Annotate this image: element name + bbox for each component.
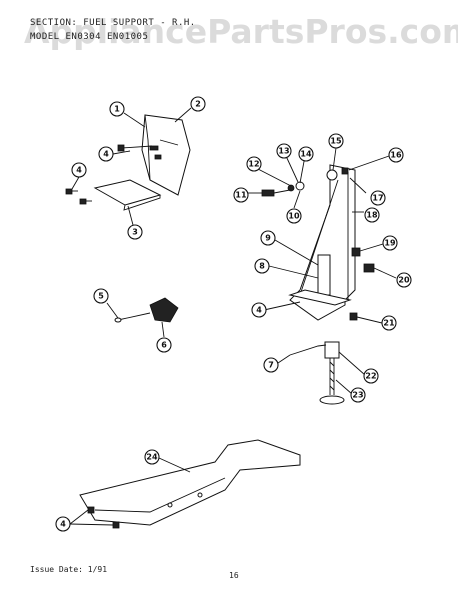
callout-9: 9 [260,230,276,246]
svg-text:20: 20 [398,276,410,285]
svg-text:18: 18 [366,211,378,220]
support-bracket [117,114,191,196]
callout-6: 6 [156,337,172,353]
svg-text:5: 5 [98,292,104,301]
issue-date: Issue Date: 1/91 [30,565,108,574]
callout-17: 17 [370,190,386,206]
callout-19: 19 [382,235,398,251]
svg-text:2: 2 [195,100,201,109]
callout-3: 3 [127,224,143,240]
callout-4-bracket: 4 [98,146,114,162]
callout-23: 23 [350,387,366,403]
callout-15: 15 [328,133,344,149]
svg-text:15: 15 [330,137,342,146]
callout-7: 7 [263,357,279,373]
svg-text:21: 21 [383,319,395,328]
callout-24: 24 [144,449,160,465]
callout-22: 22 [363,368,379,384]
svg-text:7: 7 [268,361,274,370]
section-title: SECTION: FUEL SUPPORT - R.H. [30,18,196,28]
callout-21: 21 [381,315,397,331]
svg-text:11: 11 [235,191,247,200]
svg-text:4: 4 [60,520,66,529]
svg-text:19: 19 [384,239,396,248]
plate [93,179,162,211]
svg-text:12: 12 [248,160,259,169]
page-number: 16 [229,571,239,580]
screw-and-clip [114,297,179,323]
svg-text:10: 10 [288,212,300,221]
callout-11: 11 [233,187,249,203]
svg-text:17: 17 [372,194,383,203]
callout-12: 12 [246,156,262,172]
svg-text:6: 6 [161,341,167,350]
svg-text:24: 24 [146,453,158,462]
callout-18: 18 [364,207,380,223]
leveling-leg [289,341,345,405]
callout-10: 10 [286,208,302,224]
callout-1: 1 [109,101,125,117]
svg-text:22: 22 [365,372,376,381]
svg-text:4: 4 [103,150,109,159]
watermark: AppliancePartsPros.com [24,12,458,51]
svg-text:16: 16 [390,151,402,160]
svg-text:1: 1 [114,105,120,114]
svg-text:8: 8 [259,262,265,271]
svg-text:4: 4 [256,306,262,315]
callout-2: 2 [190,96,206,112]
callout-14: 14 [298,146,314,162]
callout-4-lower: 4 [55,516,71,532]
callout-8: 8 [254,258,270,274]
callout-4-upper: 4 [71,162,87,178]
svg-text:9: 9 [265,234,271,243]
support-frame [261,164,375,321]
svg-text:13: 13 [278,147,289,156]
model-line: MODEL EN0304 EN01005 [30,32,149,42]
svg-text:23: 23 [352,391,363,400]
svg-text:14: 14 [300,150,312,159]
lower-bracket [79,439,301,529]
callout-5: 5 [93,288,109,304]
callout-20: 20 [396,272,412,288]
callout-16: 16 [388,147,404,163]
callout-13: 13 [276,143,292,159]
svg-text:3: 3 [132,228,138,237]
callout-4-frame: 4 [251,302,267,318]
screw-pair-upper [65,188,92,205]
svg-text:4: 4 [76,166,82,175]
